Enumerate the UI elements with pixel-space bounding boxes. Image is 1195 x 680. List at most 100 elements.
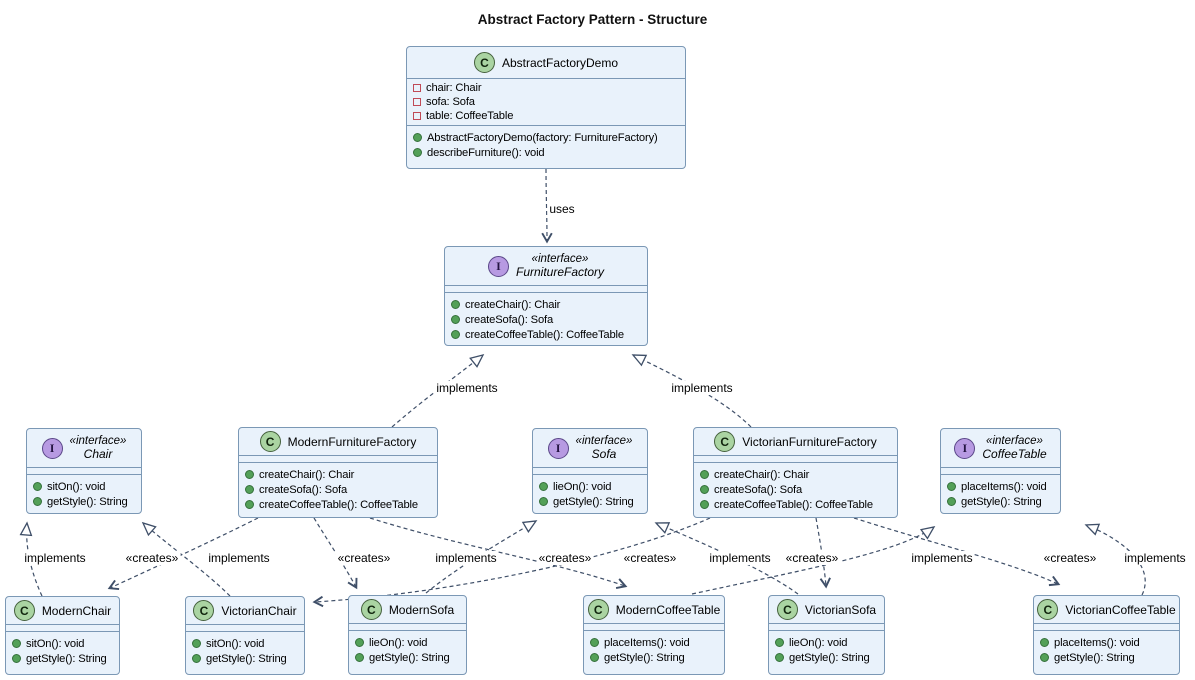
interface-box-chair: I «interface» Chair sitOn(): void getSty…: [26, 428, 142, 514]
interface-box-sofa: I «interface» Sofa lieOn(): void getStyl…: [532, 428, 648, 514]
edge-creates-modernfactory-modernchair: [107, 517, 259, 591]
class-name: VictorianChair: [221, 603, 297, 618]
class-box-modernsofa: C ModernSofa lieOn(): void getStyle(): S…: [348, 595, 467, 675]
public-method-icon: [1040, 653, 1049, 662]
class-icon: C: [714, 431, 736, 452]
class-box-modernfurniturefactory: C ModernFurnitureFactory createChair(): …: [238, 427, 438, 518]
edge-creates-victorianfactory-victorianchair: [312, 517, 711, 608]
class-name: VictorianCoffeeTable: [1065, 602, 1176, 617]
public-method-icon: [947, 497, 956, 506]
edge-label-implements-modernchair: implements: [22, 551, 88, 565]
class-box-victorianfurniturefactory: C VictorianFurnitureFactory createChair(…: [693, 427, 898, 518]
class-name: ModernSofa: [388, 602, 455, 617]
interface-box-coffeetable: I «interface» CoffeeTable placeItems(): …: [940, 428, 1061, 514]
interface-icon: I: [41, 437, 63, 459]
interface-icon: I: [487, 255, 509, 277]
public-method-icon: [451, 330, 460, 339]
method: placeItems(): void: [1054, 636, 1140, 649]
interface-icon: I: [547, 437, 569, 459]
class-name: Sofa: [591, 447, 617, 461]
edge-label-creates-modernchair: «creates»: [123, 551, 181, 565]
public-method-icon: [245, 485, 254, 494]
method: getStyle(): String: [206, 652, 287, 665]
private-field-icon: [413, 84, 421, 92]
class-box-victoriansofa: C VictorianSofa lieOn(): void getStyle()…: [768, 595, 885, 675]
attribute: table: CoffeeTable: [426, 110, 514, 122]
attribute: chair: Chair: [426, 82, 482, 94]
edge-label-creates-victorianchair: «creates»: [621, 551, 679, 565]
method: createSofa(): Sofa: [465, 313, 554, 326]
public-method-icon: [700, 485, 709, 494]
public-method-icon: [192, 654, 201, 663]
method: createSofa(): Sofa: [714, 483, 803, 496]
edge-creates-modernfactory-moderncoffeetable: [369, 517, 628, 589]
class-name: ModernFurnitureFactory: [287, 434, 417, 449]
public-method-icon: [12, 654, 21, 663]
method: lieOn(): void: [553, 480, 612, 493]
interface-icon: I: [954, 437, 976, 459]
public-method-icon: [700, 500, 709, 509]
public-method-icon: [590, 638, 599, 647]
edge-implements-victorianchair-chair: [141, 521, 231, 597]
method: placeItems(): void: [961, 480, 1047, 493]
method: sitOn(): void: [26, 637, 85, 650]
public-method-icon: [413, 133, 422, 142]
stereotype: «interface»: [986, 435, 1043, 447]
edge-creates-modernfactory-modernsofa: [313, 517, 358, 590]
attribute: sofa: Sofa: [426, 96, 475, 108]
public-method-icon: [413, 148, 422, 157]
method: createChair(): Chair: [465, 298, 561, 311]
method: lieOn(): void: [369, 636, 428, 649]
interface-box-furniturefactory: I «interface» FurnitureFactory createCha…: [444, 246, 648, 346]
method: getStyle(): String: [1054, 651, 1135, 664]
public-method-icon: [245, 470, 254, 479]
edge-label-implements-victorianchair: implements: [206, 551, 272, 565]
method: describeFurniture(): void: [427, 146, 545, 159]
edge-label-creates-moderncoffeetable: «creates»: [536, 551, 594, 565]
method: createCoffeeTable(): CoffeeTable: [259, 498, 418, 511]
edge-uses-demo-furniturefactory: [541, 168, 553, 244]
method: sitOn(): void: [47, 480, 106, 493]
public-method-icon: [192, 639, 201, 648]
class-box-victoriancoffeetable: C VictorianCoffeeTable placeItems(): voi…: [1033, 595, 1180, 675]
class-name: AbstractFactoryDemo: [501, 55, 619, 70]
public-method-icon: [775, 653, 784, 662]
class-icon: C: [587, 599, 609, 620]
public-method-icon: [355, 653, 364, 662]
class-box-victorianchair: C VictorianChair sitOn(): void getStyle(…: [185, 596, 305, 675]
public-method-icon: [355, 638, 364, 647]
method: placeItems(): void: [604, 636, 690, 649]
public-method-icon: [539, 497, 548, 506]
class-name: VictorianFurnitureFactory: [742, 434, 877, 449]
edge-implements-modernfactory-furniturefactory: [391, 353, 485, 428]
class-icon: C: [776, 599, 798, 620]
class-icon: C: [360, 599, 382, 620]
edge-label-creates-modernsofa: «creates»: [335, 551, 393, 565]
method: createChair(): Chair: [714, 468, 810, 481]
method: getStyle(): String: [26, 652, 107, 665]
class-box-modernchair: C ModernChair sitOn(): void getStyle(): …: [5, 596, 120, 675]
public-method-icon: [451, 315, 460, 324]
method: AbstractFactoryDemo(factory: FurnitureFa…: [427, 131, 658, 144]
edge-label-implements-victoriansofa: implements: [707, 551, 773, 565]
class-icon: C: [259, 431, 281, 452]
method: createChair(): Chair: [259, 468, 355, 481]
public-method-icon: [539, 482, 548, 491]
class-icon: C: [1037, 599, 1059, 620]
edge-label-creates-victoriansofa: «creates»: [783, 551, 841, 565]
class-name: FurnitureFactory: [515, 265, 605, 279]
public-method-icon: [33, 482, 42, 491]
public-method-icon: [12, 639, 21, 648]
method: getStyle(): String: [369, 651, 450, 664]
public-method-icon: [245, 500, 254, 509]
edge-label-implements-victoriancoffeetable: implements: [1122, 551, 1188, 565]
stereotype: «interface»: [575, 435, 633, 447]
edge-label-implements-modernsofa: implements: [433, 551, 499, 565]
method: getStyle(): String: [47, 495, 128, 508]
class-icon: C: [13, 600, 35, 621]
method: getStyle(): String: [604, 651, 685, 664]
edge-label-uses: uses: [547, 202, 577, 216]
stereotype: «interface»: [531, 253, 589, 265]
